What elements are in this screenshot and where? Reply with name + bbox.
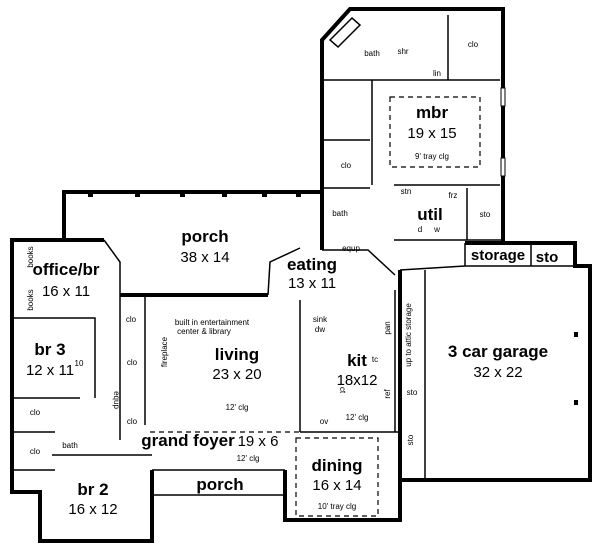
room-office-dims: 16 x 11 [42,283,90,300]
room-mbr-dims: 19 x 15 [407,125,456,142]
label-clo-l2: clo [127,358,138,367]
main-house-walls [10,238,402,543]
room-foyer-name: grand foyer [141,431,235,450]
label-bath-left: bath [62,441,78,450]
room-garage-dims: 32 x 22 [473,364,522,381]
label-builtin-2: center & library [177,327,231,336]
label-books-2: books [26,289,35,310]
label-ov: ov [320,417,328,426]
room-porch-rear-name: porch [181,227,228,246]
room-kit-name: kit [347,351,367,370]
room-kit-note: 12' clg [346,413,369,422]
room-garage-name: 3 car garage [448,342,548,361]
room-mbr-name: mbr [416,103,449,122]
label-bath-master: bath [364,49,380,58]
room-kit-dims: 18x12 [337,372,378,389]
label-fireplace: fireplace [160,336,169,367]
label-frz: frz [449,191,458,200]
room-br2-name: br 2 [77,480,108,499]
label-stn: stn [401,187,412,196]
room-storage-name: storage [471,247,525,264]
label-sink: sink [313,315,328,324]
label-sto-garage: sto [406,434,415,445]
label-ref: ref [383,389,392,399]
room-foyer-dims: 19 x 6 [238,433,279,450]
master-wing-walls [320,7,506,250]
label-equp-top: equp [342,244,360,253]
label-clo-l4: clo [30,408,41,417]
label-clo-master: clo [468,40,479,49]
label-tc: tc [372,355,378,364]
room-dining-dims: 16 x 14 [312,477,361,494]
room-living-note: 12' clg [226,403,249,412]
label-lin: lin [433,69,441,78]
garage-walls [398,241,592,482]
label-dw: dw [315,325,325,334]
label-builtin-1: built in entertainment [175,318,250,327]
room-foyer-note: 12' clg [237,454,260,463]
label-clo-l1: clo [126,315,137,324]
room-br2-dims: 16 x 12 [68,501,117,518]
room-living-name: living [215,345,259,364]
room-porch-rear-dims: 38 x 14 [180,249,229,266]
room-mbr-note: 9' tray clg [415,152,449,161]
room-living-dims: 23 x 20 [212,366,261,383]
label-clo-l3: clo [127,417,138,426]
label-attic: up to attic storage [404,303,413,367]
label-d: d [418,225,422,234]
room-br3-sup: 10 [75,359,84,368]
room-dining-name: dining [312,456,363,475]
label-sto-kit: sto [407,388,418,397]
room-eating-name: eating [287,255,337,274]
label-pan: pan [383,321,392,334]
label-equp-left: equp [112,391,121,409]
rear-porch-outline [62,190,322,296]
room-util-name: util [417,205,443,224]
label-clo-hall: clo [341,161,352,170]
label-shr: shr [397,47,408,56]
label-books-1: books [26,246,35,267]
label-w: w [433,225,440,234]
room-sto-name: sto [536,249,559,266]
label-ct: ct [338,387,347,394]
room-br3-dims: 12 x 11 [26,362,74,379]
room-office-name: office/br [32,260,99,279]
room-porch-front-name: porch [196,475,243,494]
room-eating-dims: 13 x 11 [288,275,336,292]
room-br3-name: br 3 [34,340,65,359]
label-sto-util: sto [480,210,491,219]
label-clo-l5: clo [30,447,41,456]
room-dining-note: 10' tray clg [318,502,356,511]
label-bath-hall: bath [332,209,348,218]
